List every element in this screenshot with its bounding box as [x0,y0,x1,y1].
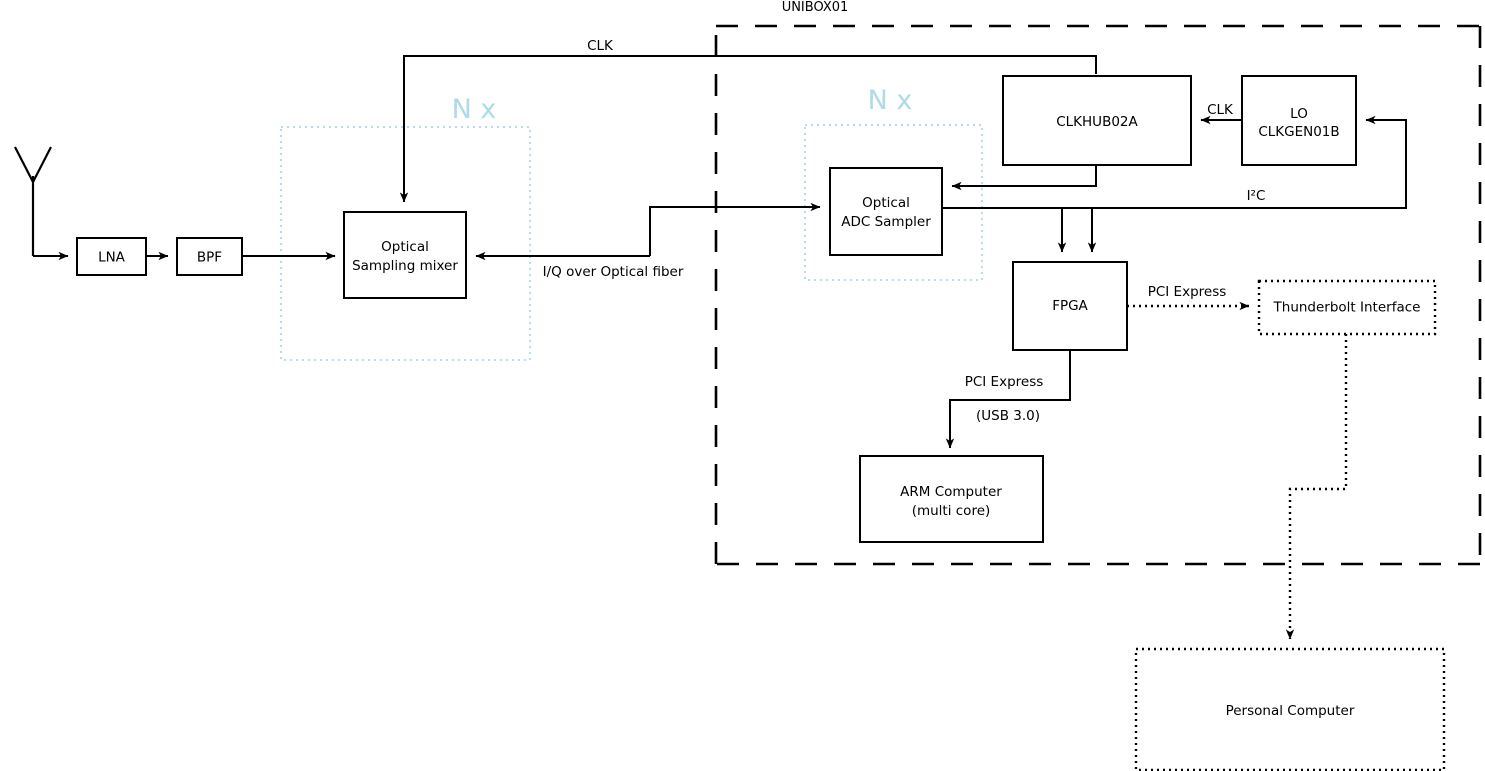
edge-label-clk-lo: CLK [1207,102,1234,118]
wire-thunderbolt-to-pc [1285,334,1348,640]
block-personal-computer: Personal Computer [1134,647,1446,771]
wire-clk-to-mixer: CLK [399,38,1097,203]
wire-clkhub-to-adc [951,165,1097,191]
wire-iq-optical-fiber: I/Q over Optical fiber [475,202,821,280]
edge-label-iq-fiber: I/Q over Optical fiber [543,264,684,280]
block-lo-clkgen01b: LO CLKGEN01B [1241,75,1357,166]
edge-label-pcie-arm: PCI Express [965,374,1044,390]
block-bpf-label: BPF [197,250,222,266]
block-lna: LNA [76,237,147,276]
block-adc-label-line1: Optical [862,195,910,211]
group-region-adc: N x [804,85,983,281]
edge-label-clk-top: CLK [587,38,614,54]
block-fpga: FPGA [1012,261,1128,351]
wire-lo-to-clkhub: CLK [1200,102,1242,125]
wire-fpga-to-thunderbolt: PCI Express [1127,284,1250,311]
wire-fpga-to-arm: PCI Express (USB 3.0) [945,350,1071,449]
block-thunderbolt-label: Thunderbolt Interface [1273,300,1421,316]
group-label-adc: N x [868,85,913,116]
block-arm-label-line1: ARM Computer [900,484,1002,500]
block-thunderbolt-interface: Thunderbolt Interface [1257,279,1437,336]
edge-label-i2c: I²C [1247,188,1266,204]
group-region-mixer: N x [280,94,531,361]
wire-i2c: I²C [942,115,1407,209]
block-lo-label-line2: CLKGEN01B [1258,124,1339,140]
block-bpf: BPF [176,237,243,276]
block-lo-label-line1: LO [1290,106,1308,122]
block-lna-label: LNA [98,250,126,266]
block-fpga-label: FPGA [1052,298,1088,314]
block-arm-label-line2: (multi core) [912,503,991,519]
group-label-mixer: N x [452,94,497,125]
block-optical-adc-sampler: Optical ADC Sampler [829,167,943,256]
block-optical-sampling-mixer: Optical Sampling mixer [343,211,467,299]
block-personal-computer-label: Personal Computer [1226,703,1355,719]
edge-label-usb3: (USB 3.0) [976,408,1040,424]
edge-label-pcie-thunderbolt: PCI Express [1148,284,1227,300]
unibox01-enclosure: UNIBOX01 [714,0,1482,566]
block-clkhub-label: CLKHUB02A [1056,114,1138,130]
block-adc-label-line2: ADC Sampler [841,214,931,230]
block-mixer-label-line2: Sampling mixer [352,258,458,274]
block-clkhub02a: CLKHUB02A [1002,75,1192,166]
block-arm-computer: ARM Computer (multi core) [859,455,1044,543]
block-mixer-label-line1: Optical [381,239,429,255]
antenna-icon [14,146,52,256]
unibox01-label: UNIBOX01 [782,0,849,15]
